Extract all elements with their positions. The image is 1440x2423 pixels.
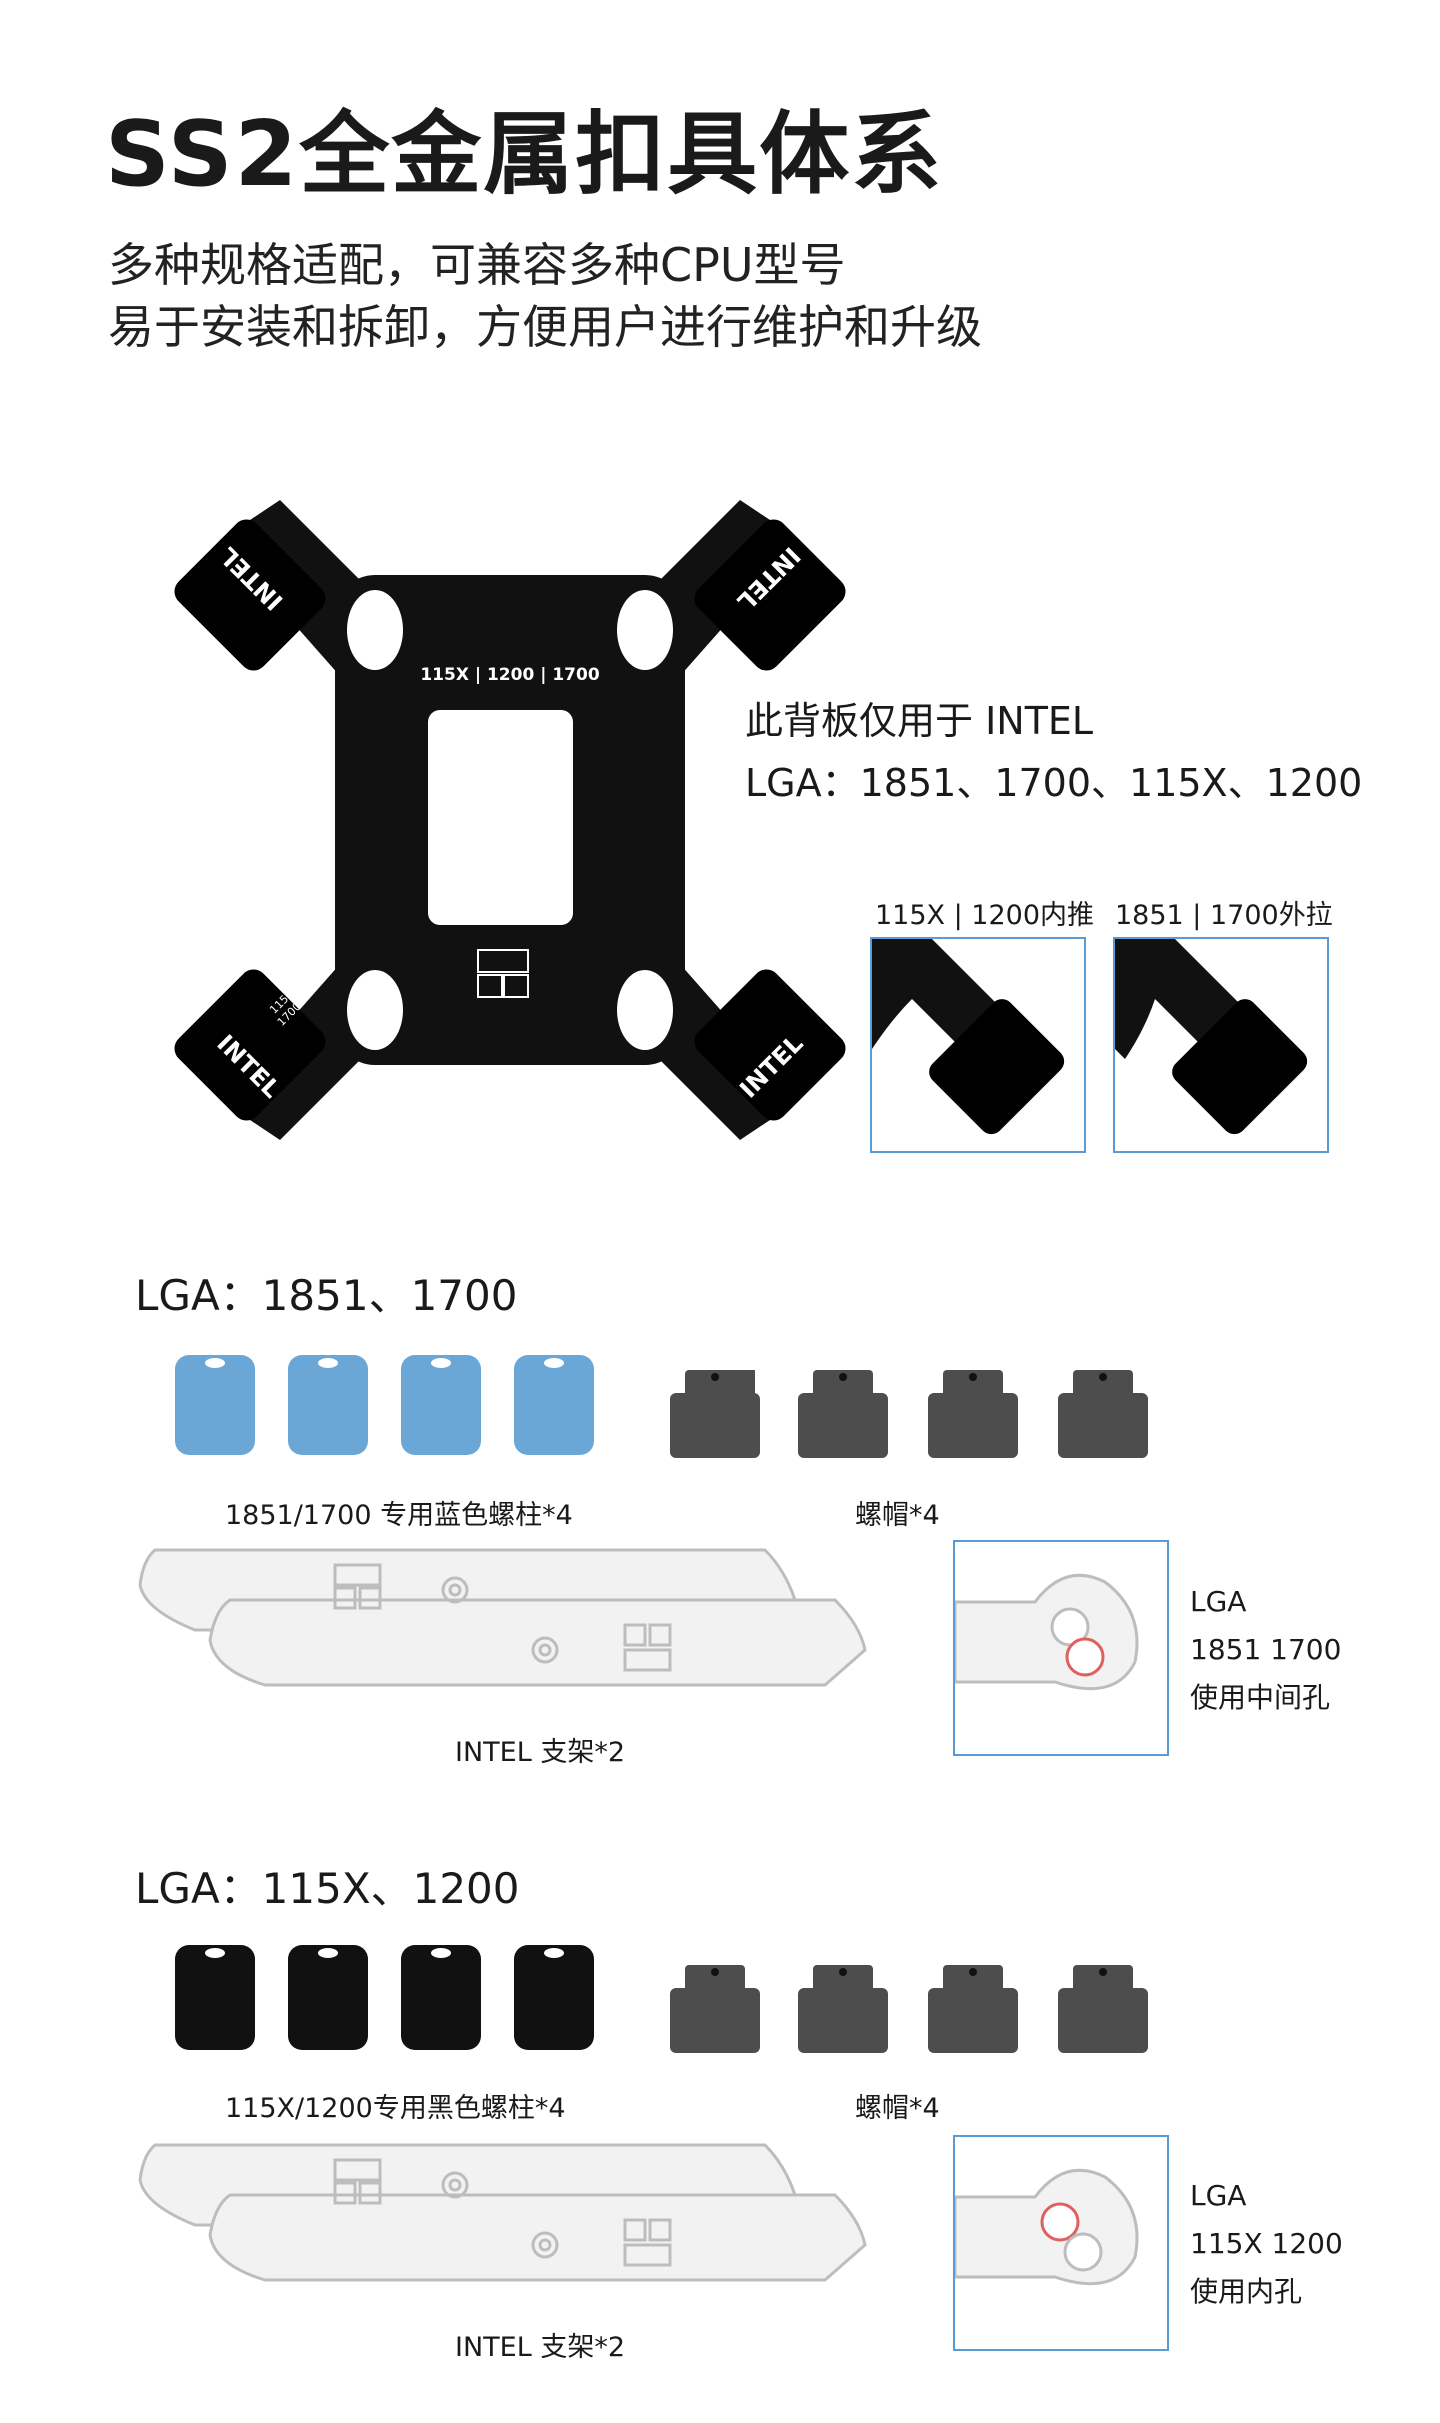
black-standoffs-image	[175, 1945, 594, 2050]
inner-hole-note-1: LGA	[1190, 2179, 1247, 2212]
detail-push-label: 115X | 1200内推	[875, 900, 1095, 931]
section-1851-heading: LGA：1851、1700	[135, 1271, 518, 1320]
arm-pull-detail-image	[1115, 939, 1308, 1135]
backplate-info-line-2: LGA：1851、1700、115X、1200	[745, 761, 1363, 805]
black-standoff-label: 115X/1200专用黑色螺柱*4	[225, 2093, 566, 2124]
middle-hole-detail-frame	[953, 1540, 1169, 1756]
middle-hole-note-1: LGA	[1190, 1585, 1247, 1618]
bracket-label-1: INTEL 支架*2	[455, 1737, 626, 1768]
inner-hole-note-3: 使用内孔	[1190, 2275, 1303, 2308]
subtitle-line-2: 易于安装和拆卸，方便用户进行维护和升级	[108, 300, 982, 354]
intel-brackets-image-1	[138, 1548, 867, 1687]
detail-pull-frame	[1113, 937, 1329, 1153]
detail-pull-label: 1851 | 1700外拉	[1115, 900, 1333, 931]
middle-hole-note-3: 使用中间孔	[1190, 1681, 1331, 1714]
backplate-center-label: 115X | 1200 | 1700	[420, 665, 599, 685]
middle-hole-note-2: 1851 1700	[1190, 1633, 1342, 1666]
inner-hole-detail-image	[955, 2168, 1139, 2286]
backplate-info-line-1: 此背板仅用于 INTEL	[745, 699, 1094, 743]
detail-push-frame	[870, 937, 1086, 1153]
page-title: SS2全金属扣具体系	[105, 102, 944, 207]
middle-hole-detail-image	[955, 1573, 1139, 1691]
nuts-image-1	[670, 1370, 1148, 1458]
blue-standoffs-image	[175, 1355, 594, 1455]
nut-label-2: 螺帽*4	[855, 2093, 940, 2124]
subtitle-line-1: 多种规格适配，可兼容多种CPU型号	[108, 238, 846, 292]
inner-hole-detail-frame	[953, 2135, 1169, 2351]
bracket-label-2: INTEL 支架*2	[455, 2332, 626, 2363]
inner-hole-note-2: 115X 1200	[1190, 2227, 1343, 2260]
section-115x-heading: LGA：115X、1200	[135, 1864, 520, 1913]
arm-push-detail-image	[872, 939, 1065, 1135]
nuts-image-2	[670, 1965, 1148, 2053]
intel-backplate-image: 115X | 1200 | 1700 INTEL INTEL INTEL INT…	[174, 500, 846, 1140]
blue-standoff-label: 1851/1700 专用蓝色螺柱*4	[225, 1500, 573, 1531]
intel-brackets-image-2	[138, 2143, 867, 2282]
nut-label-1: 螺帽*4	[855, 1500, 940, 1531]
